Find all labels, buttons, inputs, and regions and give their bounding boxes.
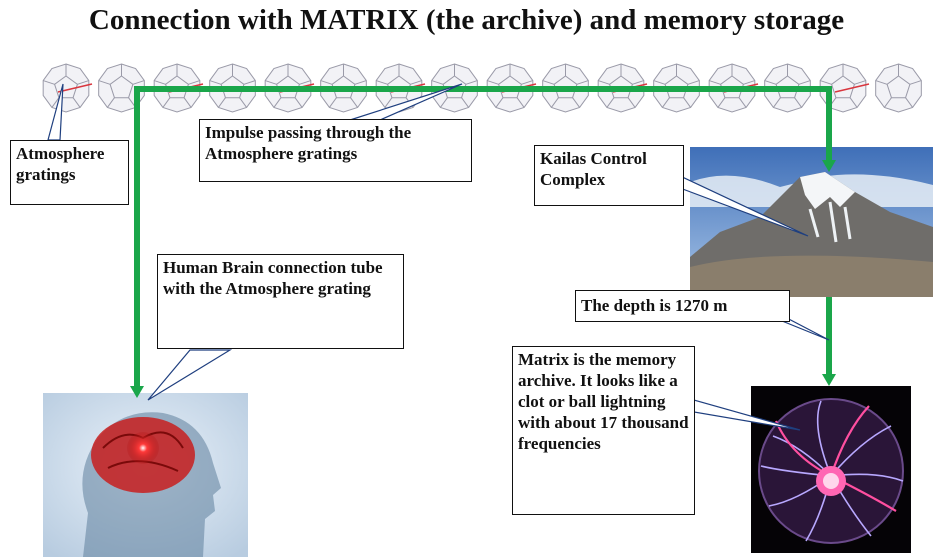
atmosphere-grating-strip — [42, 63, 922, 113]
grating-cell — [875, 63, 922, 113]
grating-cell — [486, 63, 537, 113]
grating-cell — [819, 63, 870, 113]
callout-depth: The depth is 1270 m — [575, 290, 790, 322]
grating-cell — [42, 63, 93, 113]
grating-cell — [653, 63, 700, 113]
grating-cell — [764, 63, 811, 113]
callout-kailas: Kailas Control Complex — [534, 145, 684, 206]
grating-cell — [542, 63, 589, 113]
grating-cell — [209, 63, 256, 113]
grating-cell — [597, 63, 648, 113]
plasma-ball-image — [751, 386, 911, 553]
callout-impulse: Impulse passing through the Atmosphere g… — [199, 119, 472, 182]
callout-brain-tube: Human Brain connection tube with the Atm… — [157, 254, 404, 349]
page-title: Connection with MATRIX (the archive) and… — [88, 4, 845, 36]
brain-image — [43, 393, 248, 557]
callout-matrix: Matrix is the memory archive. It looks l… — [512, 346, 695, 515]
callout-atmosphere-gratings: Atmosphere gratings — [10, 140, 129, 205]
grating-cell — [153, 63, 204, 113]
mountain-photo — [690, 147, 933, 297]
grating-cell — [320, 63, 367, 113]
grating-cell — [264, 63, 315, 113]
arrowhead-matrix — [822, 374, 836, 386]
grating-cell — [375, 63, 426, 113]
grating-cell — [98, 63, 145, 113]
grating-cell — [708, 63, 759, 113]
grating-cell — [431, 63, 478, 113]
